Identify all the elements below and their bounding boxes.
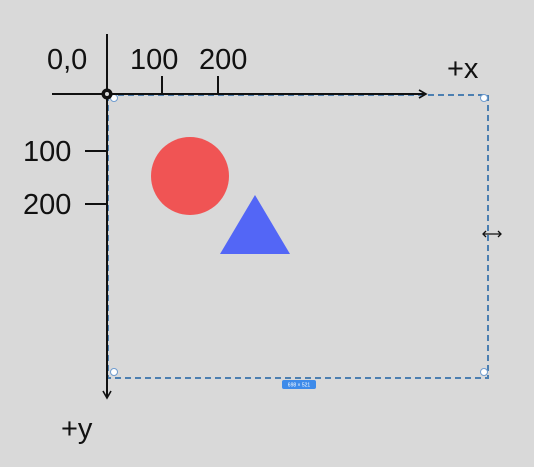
- x-axis: 100 200 +x: [52, 44, 479, 99]
- handle-bottom-right[interactable]: [480, 368, 488, 376]
- origin-label: 0,0: [47, 44, 87, 76]
- size-badge-text: 698 × 521: [288, 383, 311, 389]
- handle-top-right[interactable]: [480, 94, 488, 102]
- y-tick-label-100: 100: [23, 136, 71, 168]
- x-tick-label-200: 200: [199, 44, 247, 76]
- origin-marker: 0,0: [47, 44, 113, 100]
- x-tick-label-100: 100: [130, 44, 178, 76]
- canvas-frame[interactable]: [107, 94, 489, 379]
- size-badge: 698 × 521: [282, 380, 316, 389]
- y-axis-direction-label: +y: [61, 413, 93, 445]
- y-tick-label-200: 200: [23, 189, 71, 221]
- blue-triangle[interactable]: [220, 195, 290, 254]
- selection-handles[interactable]: [110, 94, 488, 376]
- x-axis-direction-label: +x: [447, 53, 479, 85]
- handle-bottom-left[interactable]: [110, 368, 118, 376]
- y-axis: 100 200 +y: [23, 34, 112, 445]
- resize-cursor-icon: [482, 230, 502, 238]
- red-circle[interactable]: [151, 137, 229, 215]
